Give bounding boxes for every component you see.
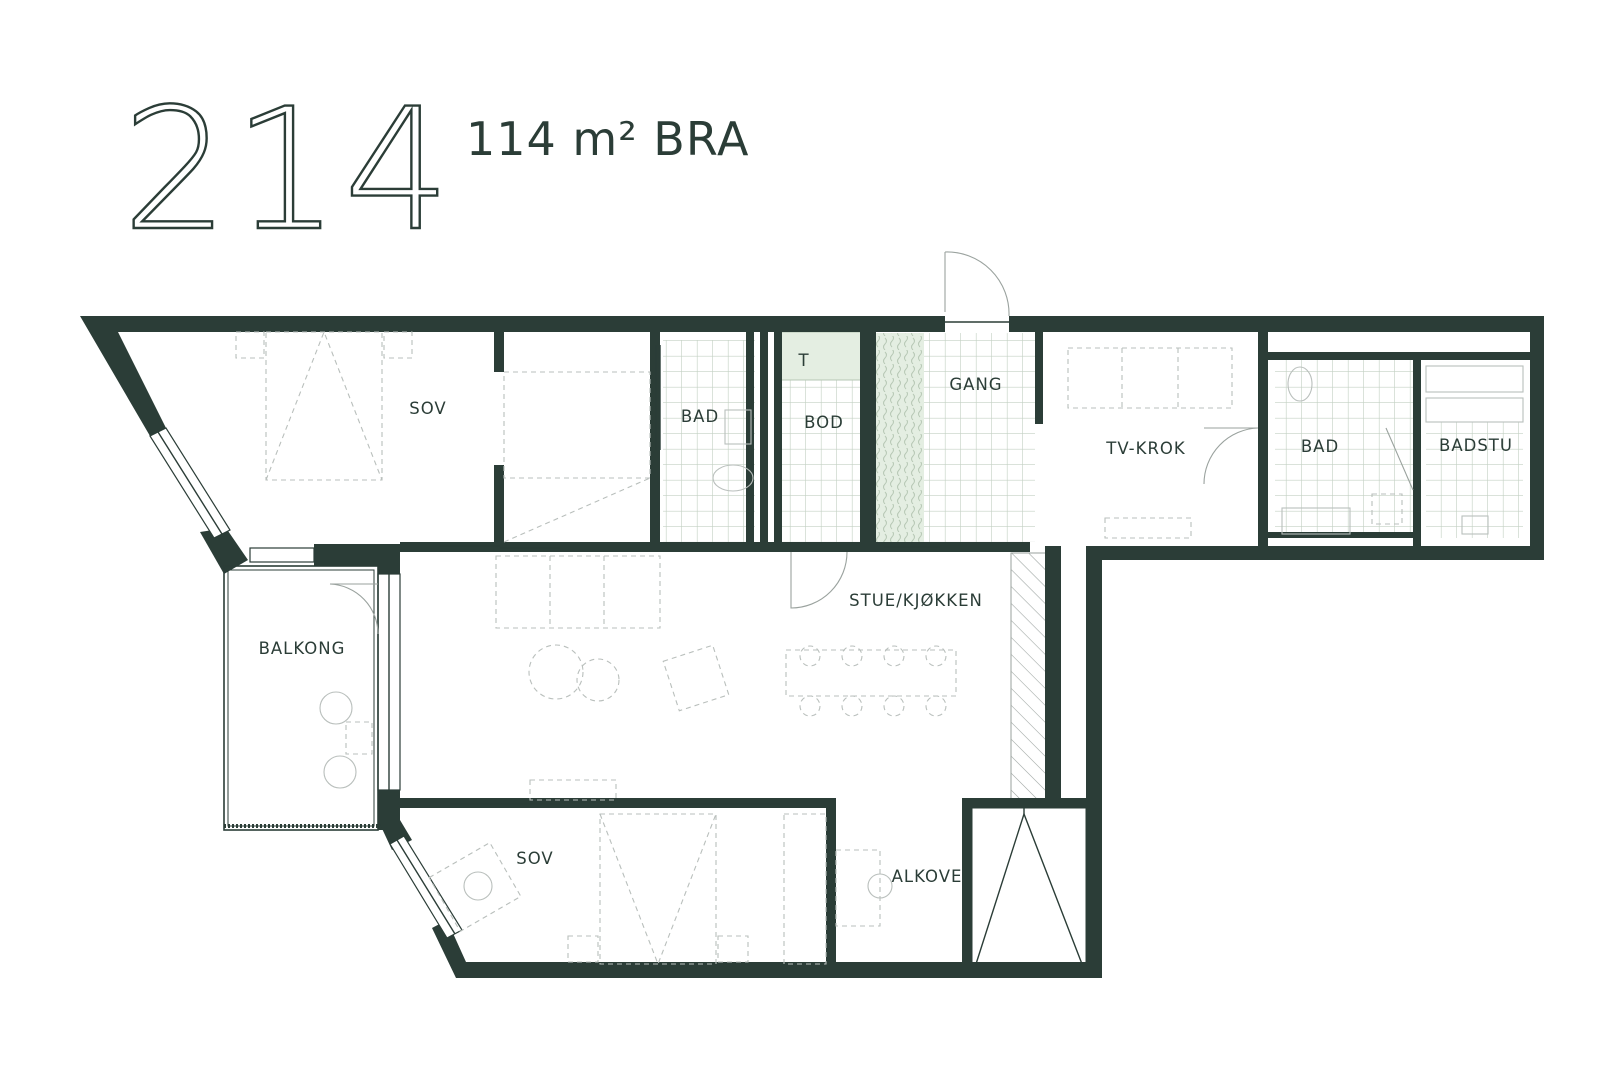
room-label-bod: BOD: [804, 413, 844, 432]
bod-t-cabinet: [780, 331, 866, 381]
entry-door: [944, 251, 1010, 332]
windows: [149, 427, 463, 939]
room-label-sov-2: SOV: [516, 849, 553, 868]
room-label-badstu: BADSTU: [1439, 436, 1513, 455]
room-label-alkove: ALKOVE: [892, 867, 963, 886]
room-label-balkong: BALKONG: [259, 639, 346, 658]
room-label-bad-1: BAD: [681, 407, 719, 426]
bad-1-tiles: [663, 340, 755, 542]
room-label-sov-1: SOV: [409, 399, 446, 418]
room-label-stue-kjokken: STUE/KJØKKEN: [849, 591, 983, 610]
balcony-railing: [223, 565, 379, 831]
unit-area: 114 m² BRA: [466, 112, 749, 166]
room-label-gang: GANG: [949, 375, 1002, 394]
interior-walls: [400, 332, 1530, 968]
outer-walls: [80, 316, 1544, 978]
badstu-tiles: [1426, 422, 1523, 538]
room-label-tv-krok: TV-KROK: [1105, 439, 1186, 458]
room-label-bad-2: BAD: [1301, 437, 1339, 456]
unit-number: 214: [122, 72, 455, 268]
gang-storage-strip: [876, 333, 924, 542]
bad-2-tiles: [1275, 360, 1413, 538]
furniture: [235, 330, 1524, 967]
room-label-bod-t: T: [797, 351, 809, 370]
doors: [329, 345, 1414, 805]
